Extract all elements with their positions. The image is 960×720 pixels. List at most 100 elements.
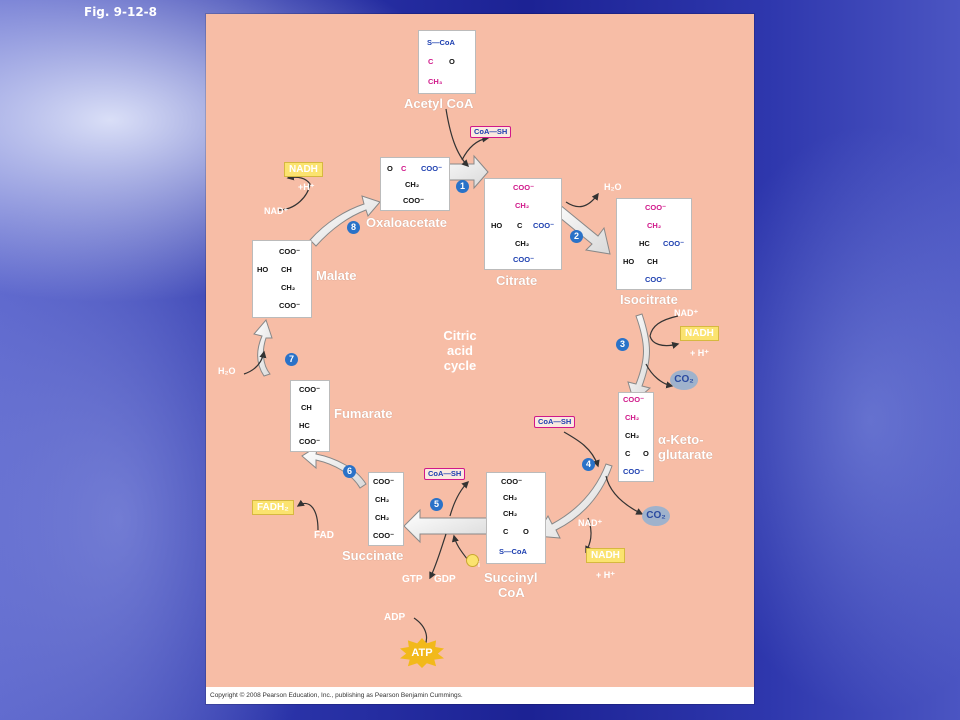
- isocitrate-coo-3: COO⁻: [645, 275, 667, 284]
- nad-arrow-3: [649, 315, 680, 349]
- coa-sh-pill-4: CoA—SH: [534, 416, 576, 428]
- step-8-badge: 8: [347, 221, 360, 234]
- cycle-label: Citric acid cycle: [432, 328, 488, 373]
- succinyl-coo: COO⁻: [501, 477, 523, 486]
- figure-label: Fig. 9-12-8: [84, 5, 157, 19]
- isocitrate-ho: HO: [623, 257, 635, 266]
- nad-label-3: NAD⁺: [674, 308, 699, 318]
- akg-o: O: [643, 449, 649, 458]
- coa-release-arrow-5: [449, 480, 470, 517]
- citrate-coo-3: COO⁻: [513, 255, 535, 264]
- malate-structure: COO⁻ HO CH CH₂ COO⁻: [252, 240, 312, 318]
- akg-c: C: [625, 449, 631, 458]
- pi-subscript: i: [478, 562, 480, 569]
- citrate-name: Citrate: [496, 273, 538, 288]
- citrate-ch2-a: CH₂: [515, 201, 530, 210]
- succinate-coo-1: COO⁻: [373, 477, 395, 486]
- isocitrate-ch2: CH₂: [647, 221, 662, 230]
- h2o-label-2: H₂O: [604, 182, 622, 192]
- arrow-step-6: [301, 444, 367, 489]
- succinate-name: Succinate: [342, 548, 404, 563]
- gtp-label: GTP: [402, 574, 423, 585]
- fumarate-ch: CH: [301, 403, 312, 412]
- step-6-badge: 6: [343, 465, 356, 478]
- nad-label-8: NAD⁺: [264, 206, 289, 216]
- fumarate-hc: HC: [299, 421, 310, 430]
- co2-bubble-3: CO₂: [670, 370, 698, 390]
- fadh2-box: FADH₂: [252, 500, 294, 515]
- nadh-box-3: NADH: [680, 326, 719, 341]
- step-2-badge: 2: [570, 230, 583, 243]
- cycle-label-line-3: cycle: [443, 358, 477, 373]
- citrate-c: C: [517, 221, 523, 230]
- h-label-3: + H⁺: [690, 348, 710, 358]
- h2o-label-7: H₂O: [218, 366, 236, 376]
- acetyl-s-coa: S—CoA: [427, 38, 455, 47]
- succinyl-coa-structure: COO⁻ CH₂ CH₂ C O S—CoA: [486, 472, 546, 564]
- fumarate-coo-1: COO⁻: [299, 385, 321, 394]
- succinyl-o: O: [523, 527, 529, 536]
- copyright-bar: Copyright © 2008 Pearson Education, Inc.…: [206, 687, 754, 704]
- malate-ho: HO: [257, 265, 269, 274]
- oxalo-coo-2: COO⁻: [403, 196, 425, 205]
- akg-ch2-a: CH₂: [625, 413, 640, 422]
- succinate-ch2-a: CH₂: [375, 495, 390, 504]
- step-7-badge: 7: [285, 353, 298, 366]
- arrow-step-5: [403, 508, 491, 544]
- nadh-box-4: NADH: [586, 548, 625, 563]
- oxaloacetate-name: Oxaloacetate: [366, 215, 447, 230]
- succinate-ch2-b: CH₂: [375, 513, 390, 522]
- oxalo-carbon: C: [401, 164, 407, 173]
- acetyl-carbon: C: [428, 57, 434, 66]
- akg-coo-1: COO⁻: [623, 395, 645, 404]
- isocitrate-structure: COO⁻ CH₂ HC COO⁻ HO CH COO⁻: [616, 198, 692, 290]
- co2-bubble-4: CO₂: [642, 506, 670, 526]
- akg-name-line-1: α-Keto-: [658, 432, 704, 447]
- step-4-badge: 4: [582, 458, 595, 471]
- nad-arrow-8: [277, 173, 311, 211]
- arrow-step-7: [253, 319, 273, 377]
- h2o-arrow-2: [565, 192, 599, 208]
- malate-ch2: CH₂: [281, 283, 296, 292]
- oxalo-coo-1: COO⁻: [421, 164, 443, 173]
- citrate-ho: HO: [491, 221, 503, 230]
- malate-name: Malate: [316, 268, 357, 283]
- coa-sh-pill-5: CoA—SH: [424, 468, 466, 480]
- nad-label-4: NAD⁺: [578, 518, 603, 528]
- malate-coo-1: COO⁻: [279, 247, 301, 256]
- acetyl-coa-structure: S—CoA C O CH₃: [418, 30, 476, 94]
- citrate-ch2-b: CH₂: [515, 239, 530, 248]
- diagram-panel: S—CoA C O CH₃ Acetyl CoA CoA—SH O C COO⁻…: [206, 14, 754, 704]
- h2o-arrow-7: [243, 350, 267, 375]
- fumarate-structure: COO⁻ CH HC COO⁻: [290, 380, 330, 452]
- cycle-label-line-1: Citric: [443, 328, 477, 343]
- h-label-4: + H⁺: [596, 570, 616, 580]
- nadh-box-8: NADH: [284, 162, 323, 177]
- succinyl-ch2-b: CH₂: [503, 509, 518, 518]
- cycle-label-line-2: acid: [446, 343, 473, 358]
- step-3-badge: 3: [616, 338, 629, 351]
- adp-label: ADP: [384, 612, 406, 623]
- coa-release-arrow: [461, 135, 490, 161]
- fumarate-coo-2: COO⁻: [299, 437, 321, 446]
- acetyl-coa-name: Acetyl CoA: [404, 96, 474, 111]
- oxaloacetate-structure: O C COO⁻ CH₂ COO⁻: [380, 157, 450, 211]
- succinyl-coa-name-line-2: CoA: [498, 585, 525, 600]
- akg-ch2-b: CH₂: [625, 431, 640, 440]
- oxalo-oxygen: O: [387, 164, 393, 173]
- gdp-gtp-arrow: [429, 533, 447, 580]
- acetyl-methyl: CH₃: [428, 77, 443, 86]
- fad-arrow-6: [296, 499, 319, 531]
- akg-structure: COO⁻ CH₂ CH₂ C O COO⁻: [618, 392, 654, 482]
- isocitrate-coo-2: COO⁻: [663, 239, 685, 248]
- succinyl-ch2-a: CH₂: [503, 493, 518, 502]
- oxalo-ch2: CH₂: [405, 180, 420, 189]
- coa-arrow-4: [563, 431, 600, 468]
- isocitrate-hc: HC: [639, 239, 650, 248]
- succinyl-c: C: [503, 527, 509, 536]
- citrate-structure: COO⁻ CH₂ HO C COO⁻ CH₂ COO⁻: [484, 178, 562, 270]
- succinyl-coa-name-line-1: Succinyl: [484, 570, 538, 585]
- akg-name-line-2: glutarate: [658, 447, 713, 462]
- h-label-8: +H⁺: [298, 182, 315, 192]
- gdp-label: GDP: [434, 574, 456, 585]
